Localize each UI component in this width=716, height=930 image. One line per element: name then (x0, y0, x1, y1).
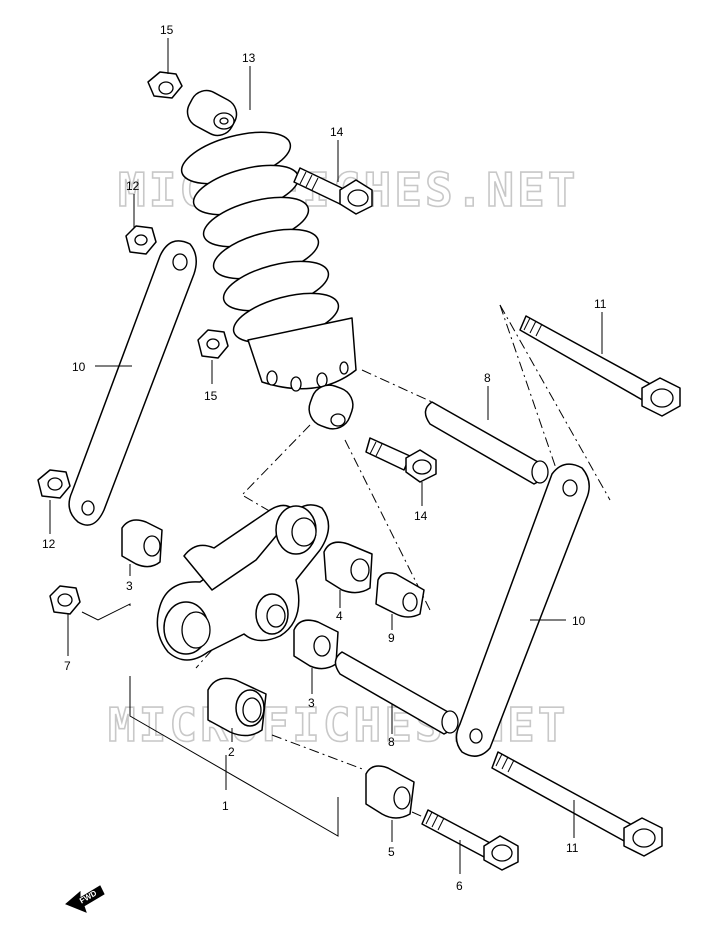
callout-14-middle: 14 (414, 509, 428, 523)
callout-6: 6 (456, 879, 463, 893)
callout-7: 7 (64, 659, 71, 673)
callout-2: 2 (228, 745, 235, 759)
forward-arrow-icon: FWD (65, 885, 105, 913)
nut-12-bottom (37, 469, 71, 499)
callout-3-bottom: 3 (308, 696, 315, 710)
callout-14-top: 14 (330, 125, 344, 139)
callout-labels: 15 13 14 12 15 10 11 8 14 12 3 7 4 9 10 … (42, 23, 607, 893)
callout-15-middle: 15 (204, 389, 218, 403)
callout-1: 1 (222, 799, 229, 813)
nut-7 (49, 585, 81, 615)
callout-15-top: 15 (160, 23, 174, 37)
tie-rod-10-right (455, 463, 590, 757)
bolt-11-bottom (491, 751, 663, 857)
bearing-2 (207, 677, 267, 737)
collar-5 (365, 765, 415, 819)
callout-8-top: 8 (484, 371, 491, 385)
shock-spring (180, 131, 340, 344)
callout-12-top: 12 (126, 179, 140, 193)
collar-8-bottom (334, 651, 459, 735)
sleeve-9 (375, 572, 425, 618)
callout-10-right: 10 (572, 614, 586, 628)
callout-5: 5 (388, 845, 395, 859)
bolt-6 (421, 809, 519, 871)
callout-9: 9 (388, 631, 395, 645)
leader-lines (49, 38, 603, 874)
tie-rod-10-left (68, 240, 197, 526)
nut-15-top (147, 71, 183, 99)
callout-13: 13 (242, 51, 256, 65)
bolt-11-top (519, 315, 681, 417)
callout-11-top: 11 (594, 297, 607, 311)
callout-12-bottom: 12 (42, 537, 56, 551)
rear-shock-absorber (180, 89, 357, 430)
callout-3-top: 3 (126, 579, 133, 593)
collar-8-top (424, 401, 549, 485)
bushing-4 (323, 541, 373, 594)
callout-10-left: 10 (72, 360, 86, 374)
callout-8-bottom: 8 (388, 735, 395, 749)
nut-12-top (125, 225, 157, 255)
cushion-lever (156, 504, 330, 661)
callout-11-bottom: 11 (566, 841, 579, 855)
nut-15-middle (197, 329, 229, 359)
bushing-3-bottom (293, 619, 339, 670)
callout-4: 4 (336, 609, 343, 623)
assembly-bracket-1 (129, 676, 339, 837)
bolt-14-top (293, 167, 373, 215)
bushing-3-top (121, 519, 163, 568)
bolt-14-middle (365, 437, 437, 483)
